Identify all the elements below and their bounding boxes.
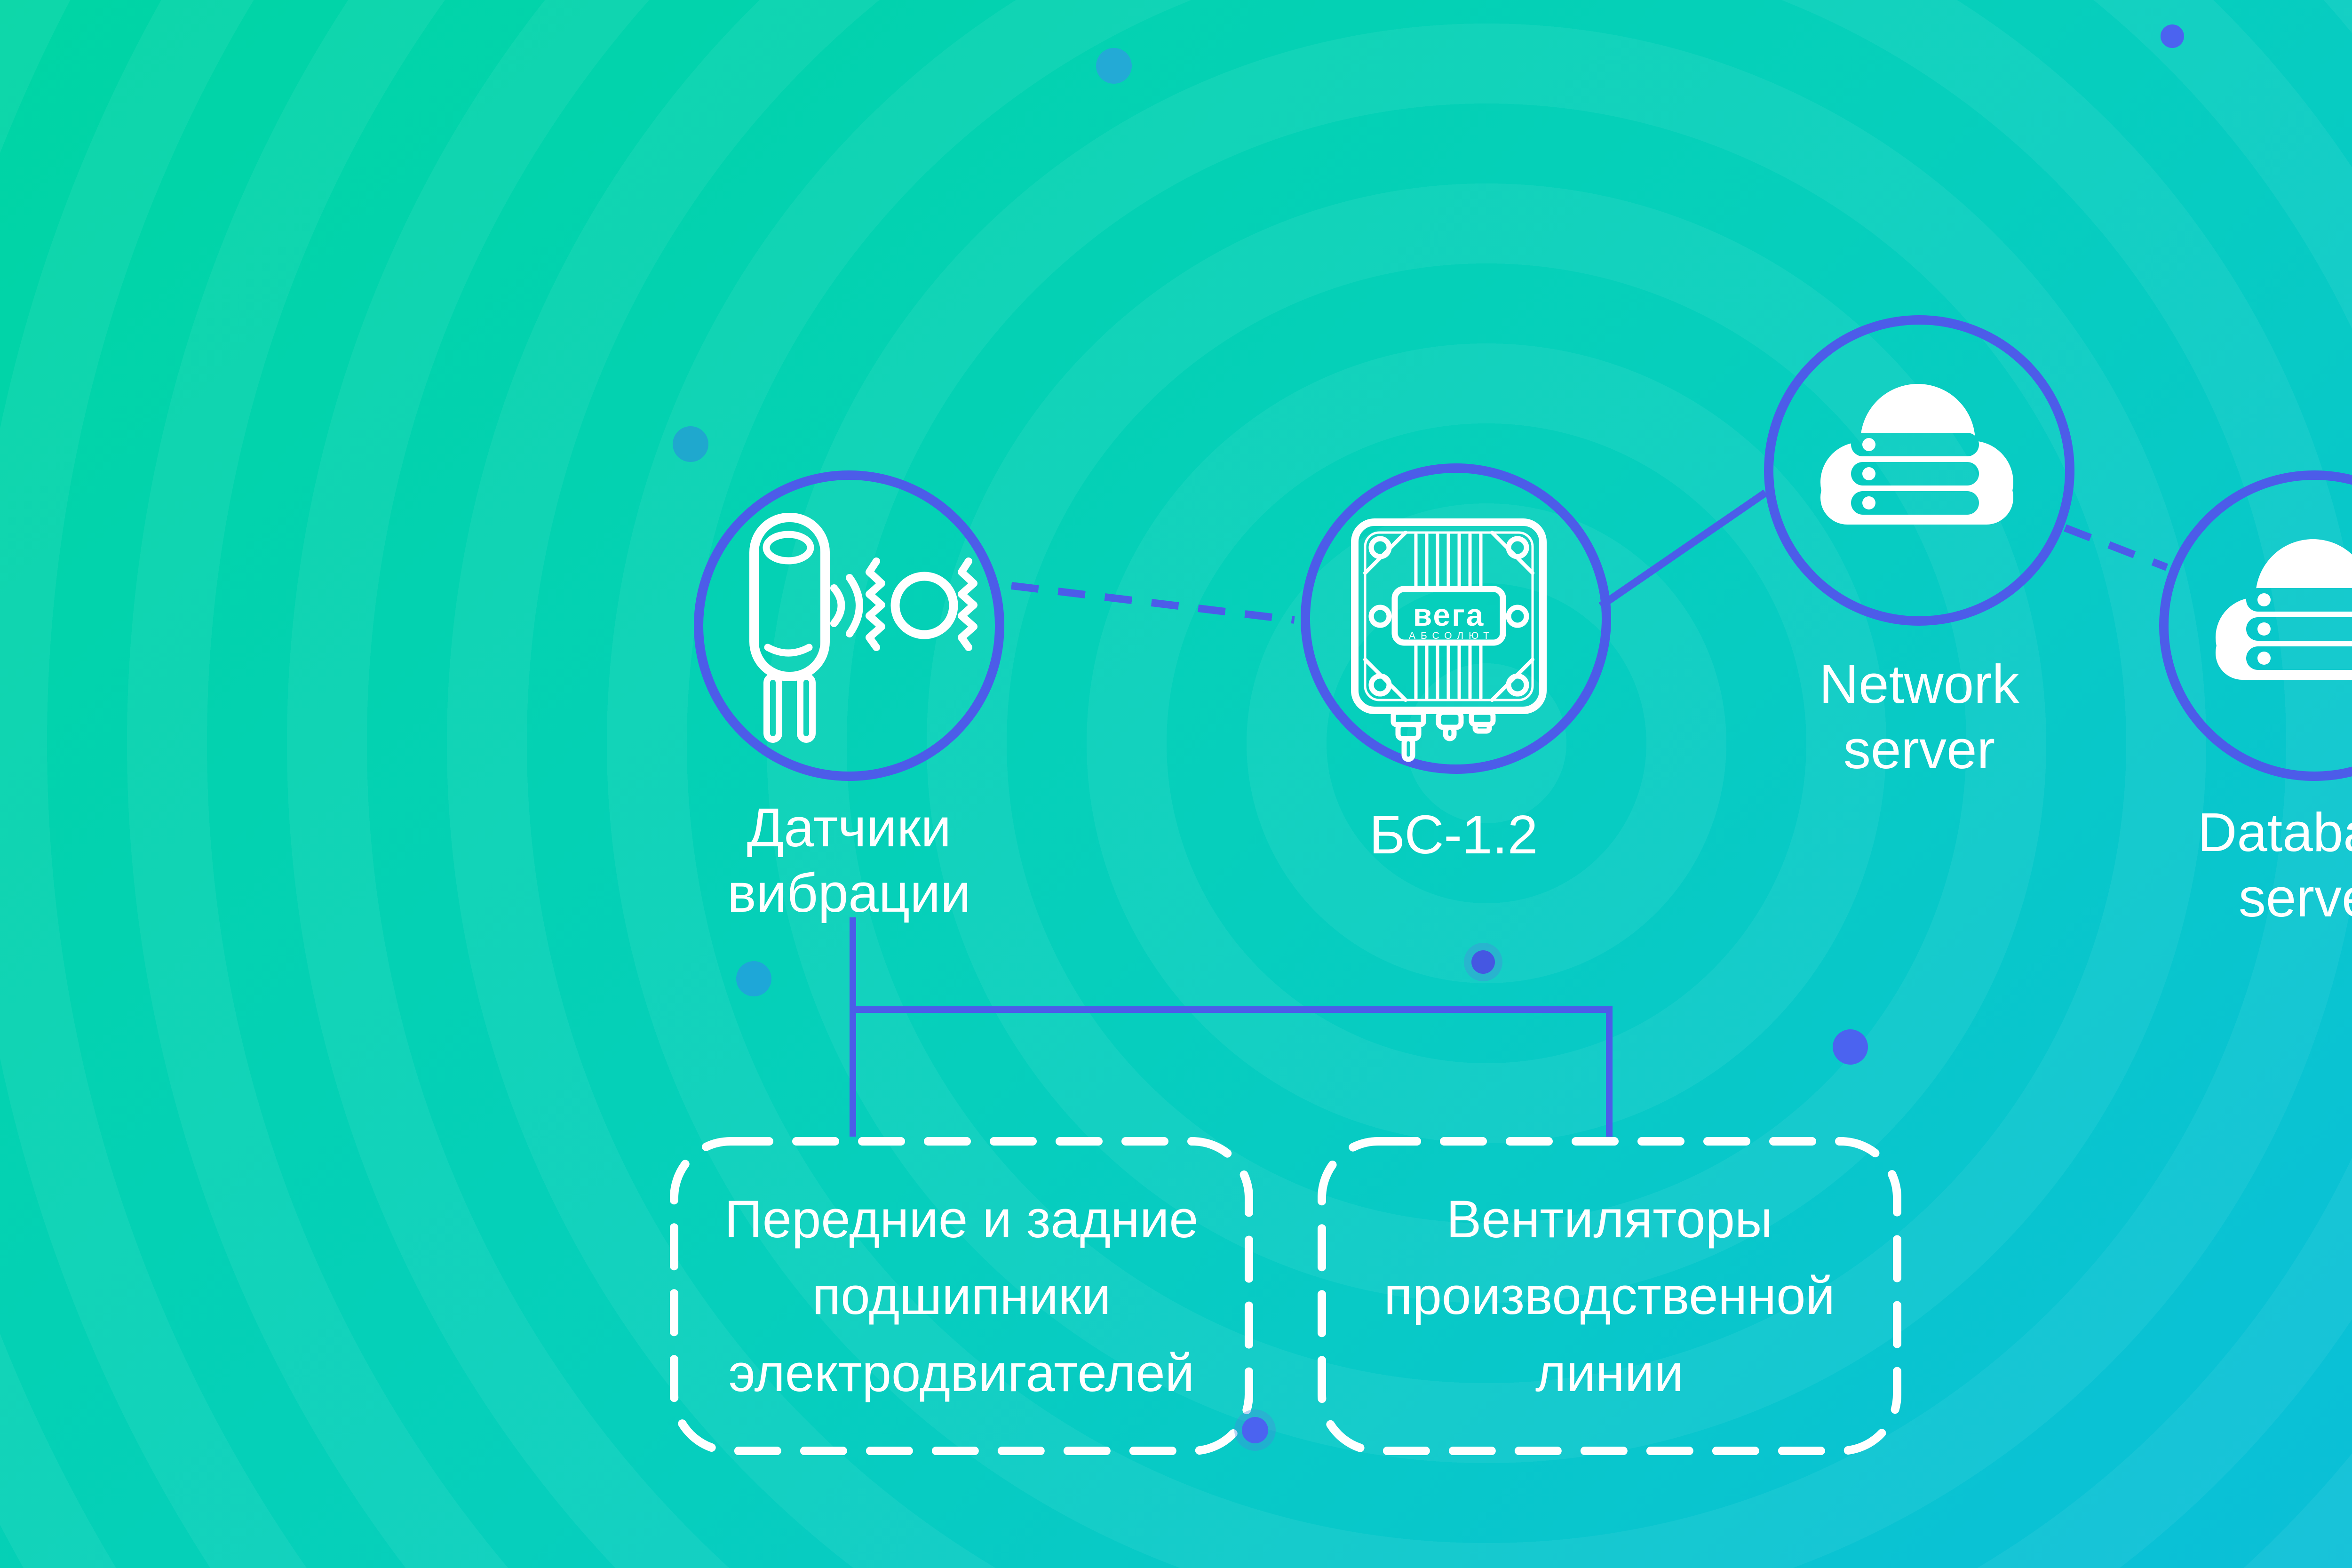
tree-horizontal [850,1006,1613,1013]
decor-dot [736,961,771,996]
source-box-label: Передние и задние подшипники электродвиг… [724,1189,1199,1402]
dashed-border [1318,1137,1901,1455]
device-brand-text: вега [1413,597,1485,632]
source-box-motor-bearings: Передние и задние подшипники электродвиг… [669,1137,1254,1456]
base-station-icon: вега АБСОЛЮТ [1351,518,1547,762]
connector-basestation-networkserver [1598,489,1768,609]
connector-sensors-basestation [1011,582,1295,624]
connector-networkserver-databaseserver [2064,524,2169,571]
node-label-vibration-sensors: Датчики вибрации [727,797,971,924]
decor-dot [1242,1417,1268,1443]
tree-vertical-left [850,917,856,1137]
decor-dot [1096,48,1132,84]
decor-dot [1471,950,1495,974]
node-label-base-station: БС-1.2 [1369,804,1538,865]
decor-dot [2161,24,2184,48]
cloud-server-icon [2201,532,2352,701]
source-box-line-fans: Вентиляторы производственной линии [1317,1137,1902,1456]
decor-dot [673,426,708,462]
source-box-label: Вентиляторы производственной линии [1384,1189,1835,1402]
node-label-network-server: Network server [1819,653,2019,780]
cloud-server-icon [1806,376,2032,546]
decor-dot [1833,1029,1868,1065]
device-sub-text: АБСОЛЮТ [1409,630,1494,641]
node-label-database-server: Database server [2197,802,2352,929]
tree-vertical-right [1606,1006,1613,1137]
vibration-sensor-icon [749,513,977,743]
dashed-border [670,1137,1253,1455]
